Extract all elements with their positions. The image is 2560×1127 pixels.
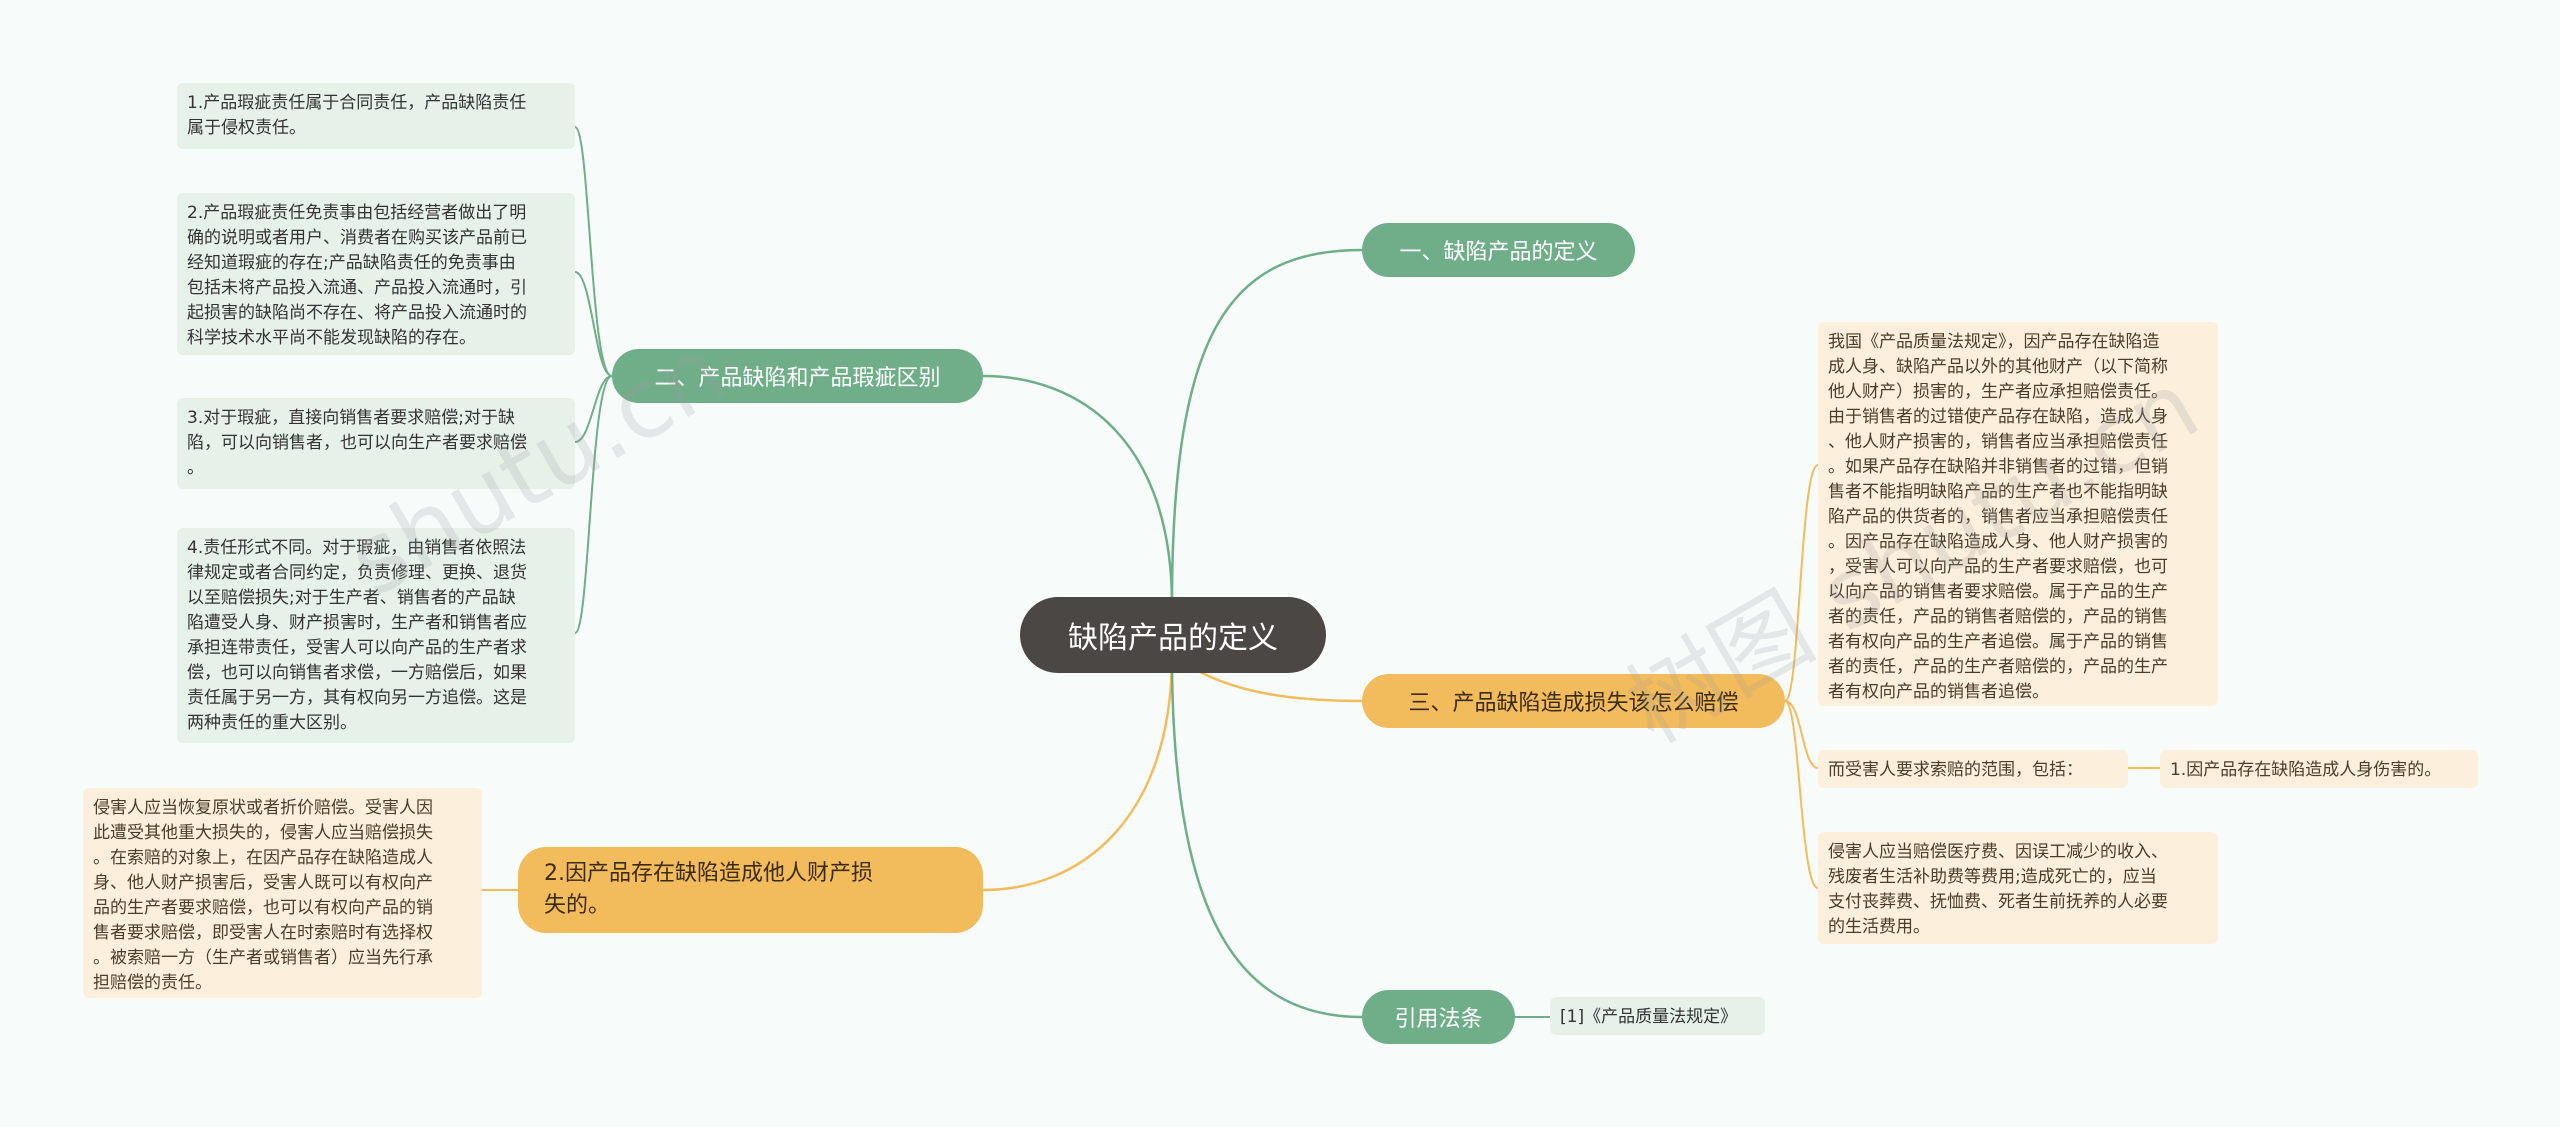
b5-item-1: [1]《产品质量法规定》 (1550, 997, 1765, 1035)
link-b2-item1 (574, 126, 613, 377)
b3-item-3: 侵害人应当赔偿医疗费、因误工减少的收入、 残废者生活补助费等费用;造成死亡的，应… (1818, 832, 2218, 944)
b2-item-2: 2.产品瑕疵责任免责事由包括经营者做出了明 确的说明或者用户、消费者在购买该产品… (177, 193, 575, 355)
b3-item-2: 而受害人要求索赔的范围，包括： (1818, 750, 2128, 788)
b2-item-3: 3.对于瑕疵，直接向销售者要求赔偿;对于缺 陷，可以向销售者，也可以向生产者要求… (177, 398, 575, 489)
link-b2-item3 (574, 375, 613, 443)
link-root-b1 (1170, 248, 1363, 606)
b3-item-1: 我国《产品质量法规定》，因产品存在缺陷造 成人身、缺陷产品以外的其他财产（以下简… (1818, 322, 2218, 706)
branch-compensation[interactable]: 三、产品缺陷造成损失该怎么赔偿 (1362, 674, 1785, 728)
link-b2-item2 (574, 271, 613, 377)
link-root-b2 (982, 374, 1174, 606)
branch-defect-vs-flaw[interactable]: 二、产品缺陷和产品瑕疵区别 (612, 349, 983, 403)
b2-item-1: 1.产品瑕疵责任属于合同责任，产品缺陷责任 属于侵权责任。 (177, 83, 575, 149)
root-node[interactable]: 缺陷产品的定义 (1020, 597, 1326, 673)
link-b3-item2 (1784, 700, 1819, 769)
branch-defect-definition[interactable]: 一、缺陷产品的定义 (1362, 223, 1635, 277)
link-b3-item3 (1784, 700, 1819, 889)
branch-cited-law[interactable]: 引用法条 (1362, 990, 1515, 1044)
link-b2-item4 (574, 375, 613, 634)
link-root-b4 (982, 654, 1174, 892)
branch-property-damage[interactable]: 2.因产品存在缺陷造成他人财产损 失的。 (518, 847, 983, 933)
b4-item-1: 侵害人应当恢复原状或者折价赔偿。受害人因 此遭受其他重大损失的，侵害人应当赔偿损… (83, 788, 482, 998)
link-root-b5 (1170, 654, 1363, 1019)
b3-sub-item: 1.因产品存在缺陷造成人身伤害的。 (2160, 750, 2478, 788)
link-b3-item1 (1784, 464, 1819, 702)
b2-item-4: 4.责任形式不同。对于瑕疵，由销售者依照法 律规定或者合同约定，负责修理、更换、… (177, 528, 575, 743)
